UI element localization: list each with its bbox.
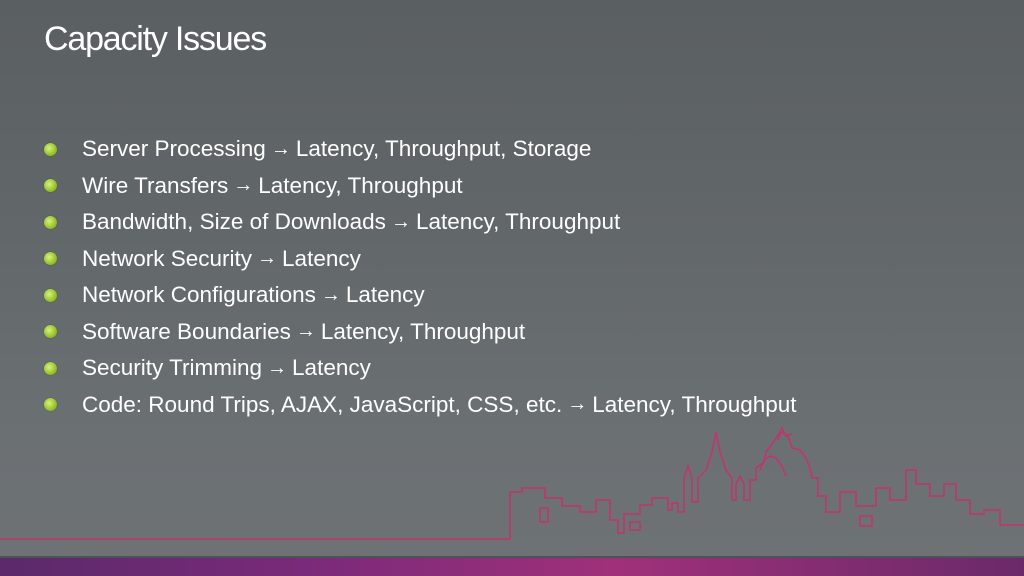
bullet-label: Network Security	[82, 245, 253, 271]
right-arrow-icon: →	[233, 174, 254, 197]
right-arrow-icon: →	[320, 283, 341, 306]
green-circle-bullet-icon	[44, 179, 57, 193]
bullet-label: Server Processing	[82, 136, 266, 162]
bullet-item: Code: Round Trips, AJAX, JavaScript, CSS…	[44, 387, 797, 424]
bullet-label: Network Configurations	[82, 282, 316, 308]
right-arrow-icon: →	[267, 356, 288, 379]
bullet-item: Software Boundaries → Latency, Throughpu…	[44, 314, 797, 351]
green-circle-bullet-icon	[44, 252, 57, 266]
bottom-accent-bar	[0, 558, 1024, 576]
right-arrow-icon: →	[270, 137, 291, 160]
bullet-result: Latency, Throughput	[592, 391, 797, 417]
green-circle-bullet-icon	[44, 142, 57, 156]
bullet-label: Security Trimming	[82, 355, 263, 381]
bullet-label: Bandwidth, Size of Downloads	[82, 209, 386, 235]
bullet-result: Latency	[282, 245, 361, 271]
bullet-result: Latency, Throughput	[258, 172, 463, 198]
bullet-list: Server Processing → Latency, Throughput,…	[44, 131, 797, 423]
bullet-item: Security Trimming → Latency	[44, 350, 797, 387]
bullet-item: Network Security → Latency	[44, 241, 797, 278]
bullet-item: Network Configurations → Latency	[44, 277, 797, 314]
right-arrow-icon: →	[390, 210, 411, 233]
bullet-label: Wire Transfers	[82, 172, 229, 198]
slide-title: Capacity Issues	[44, 20, 267, 58]
bullet-result: Latency	[292, 355, 371, 381]
right-arrow-icon: →	[295, 320, 316, 343]
bullet-label: Software Boundaries	[82, 318, 291, 344]
bullet-label: Code: Round Trips, AJAX, JavaScript, CSS…	[82, 391, 563, 417]
bullet-item: Server Processing → Latency, Throughput,…	[44, 131, 797, 168]
green-circle-bullet-icon	[44, 215, 57, 229]
bullet-item: Bandwidth, Size of Downloads → Latency, …	[44, 204, 797, 241]
right-arrow-icon: →	[257, 247, 278, 270]
green-circle-bullet-icon	[44, 398, 57, 412]
green-circle-bullet-icon	[44, 361, 57, 375]
bullet-result: Latency, Throughput	[320, 318, 526, 344]
right-arrow-icon: →	[567, 393, 588, 416]
green-circle-bullet-icon	[44, 288, 57, 302]
bottom-divider	[0, 556, 1024, 558]
bullet-item: Wire Transfers → Latency, Throughput	[44, 168, 797, 205]
bullet-result: Latency, Throughput, Storage	[295, 136, 592, 162]
bullet-result: Latency	[345, 282, 425, 308]
bullet-result: Latency, Throughput	[415, 209, 621, 235]
green-circle-bullet-icon	[44, 325, 57, 339]
